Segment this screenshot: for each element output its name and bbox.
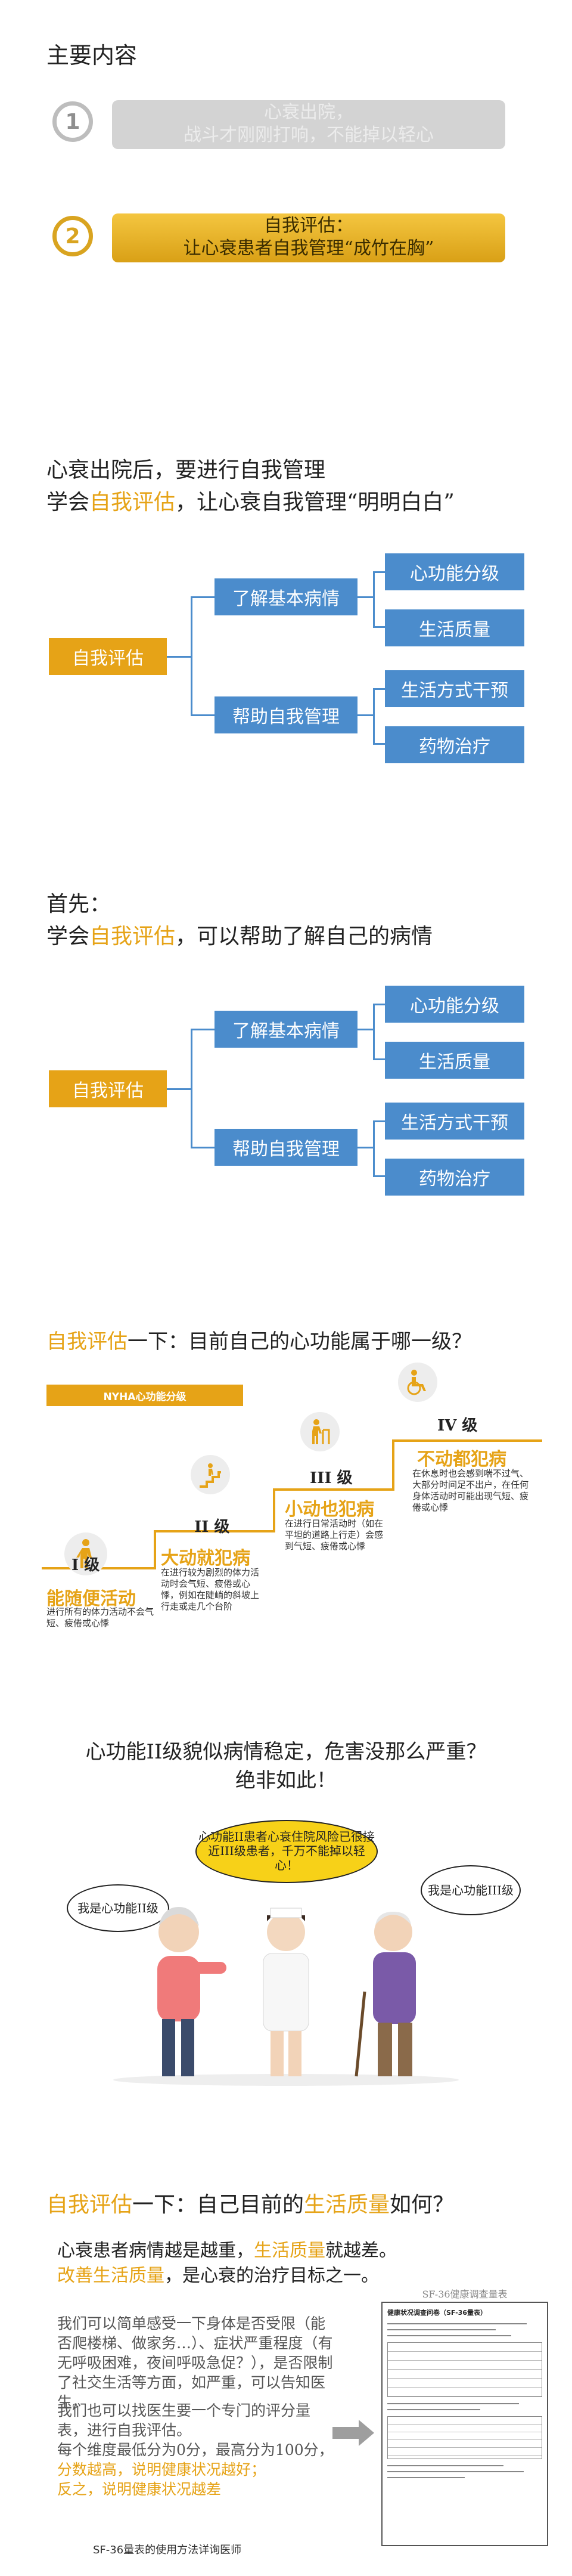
- nyha-grade-4: IV 级: [437, 1417, 478, 1435]
- section6-paragraph-5: 反之，说明健康状况越差: [57, 2481, 222, 2498]
- patient-iii-speech-bubble: 我是心功能III级: [421, 1865, 521, 1915]
- section5-line2: 绝非如此！: [235, 1769, 337, 1792]
- tree-leaf-medication: 药物治疗: [385, 726, 524, 763]
- nyha-staircase: [42, 1439, 542, 1569]
- nyha-title-2: 大动就犯病: [161, 1548, 250, 1569]
- nyha-desc-4: 在休息时也会感到喘不过气、大部分时间足不出户，在任何身体活动时可能出现气短、疲倦…: [412, 1468, 529, 1513]
- nyha-desc-1: 进行所有的体力活动不会气短、疲倦或心悸: [46, 1606, 154, 1628]
- section6-paragraph-2: 我们也可以找医生要一个专门的评分量表，进行自我评估。: [57, 2402, 311, 2439]
- tree2-leaf-quality-of-life: 生活质量: [385, 1042, 524, 1079]
- section5-heading: 心功能II级貌似病情稳定，危害没那么严重？ 绝非如此！: [0, 1738, 572, 1795]
- nyha-title-1: 能随便活动: [46, 1589, 136, 1609]
- toc-item-2-line1: 自我评估：: [264, 215, 353, 236]
- section3-line2: 学会自我评估，可以帮助了解自己的病情: [46, 924, 433, 949]
- climbing-stairs-icon: [191, 1455, 230, 1494]
- section6-intro-line1: 心衰患者病情越是越重，生活质量就越差。: [57, 2240, 397, 2261]
- nyha-title-3: 小动也犯病: [285, 1499, 374, 1520]
- nyha-grade-1: I 级: [72, 1556, 100, 1574]
- nyha-title-4: 不动都犯病: [417, 1449, 506, 1470]
- nyha-grade-2: II 级: [194, 1518, 230, 1536]
- doctor-speech-bubble: 心功能II患者心衰住院风险已很接近III级患者，千万不能掉以轻心！: [195, 1820, 378, 1883]
- sf36-form-image: 健康状况调查问卷（SF-36量表）: [381, 2302, 548, 2546]
- section6-paragraph-4: 分数越高，说明健康状况越好；: [57, 2461, 266, 2478]
- sf36-form-title: SF-36健康调查量表: [422, 2289, 508, 2300]
- tree2-leaf-medication: 药物治疗: [385, 1159, 524, 1196]
- walking-person-icon: [64, 1532, 107, 1575]
- tree-mid-manage: 帮助自我管理: [214, 696, 358, 733]
- section2-line2: 学会自我评估，让心衰自我管理“明明白白”: [46, 490, 455, 515]
- self-assessment-tree-1: 自我评估 了解基本病情 帮助自我管理 心功能分级 生活质量 生活方式干预 药物治…: [0, 549, 572, 775]
- tree2-leaf-lifestyle: 生活方式干预: [385, 1103, 524, 1140]
- walker-person-icon: [300, 1412, 340, 1451]
- nyha-desc-2: 在进行较为剧烈的体力活动时会气短、疲倦或心悸，例如在陡峭的斜坡上行走或走几个台阶: [161, 1567, 260, 1612]
- section6-paragraph-1: 我们可以简单感受一下身体是否受限（能否爬楼梯、做家务…）、症状严重程度（有无呼吸…: [57, 2315, 333, 2411]
- nyha-tag: NYHA心功能分级: [46, 1385, 243, 1406]
- section6-intro: 心衰患者病情越是越重，生活质量就越差。 改善生活质量，是心衰的治疗目标之一。: [57, 2238, 397, 2289]
- arrow-right-icon: [332, 2420, 374, 2446]
- patients-doctor-illustration: [113, 1907, 459, 2086]
- tree2-root: 自我评估: [49, 1070, 167, 1107]
- toc-number-2: 2: [52, 216, 93, 256]
- self-assessment-tree-2: 自我评估 了解基本病情 帮助自我管理 心功能分级 生活质量 生活方式干预 药物治…: [0, 981, 572, 1208]
- nyha-desc-3: 在进行日常活动时（如在平坦的道路上行走）会感到气短、疲倦或心悸: [285, 1518, 384, 1552]
- tree-leaf-lifestyle: 生活方式干预: [385, 670, 524, 707]
- toc-item-2[interactable]: 自我评估： 让心衰患者自我管理“成竹在胸”: [112, 213, 505, 262]
- sf36-form-header: 健康状况调查问卷（SF-36量表）: [387, 2309, 487, 2317]
- toc-item-1-line2: 战斗才刚刚打响，不能掉以轻心: [184, 125, 434, 145]
- section6-intro-line2: 改善生活质量，是心衰的治疗目标之一。: [57, 2265, 379, 2286]
- section2-heading: 心衰出院后，要进行自我管理 学会自我评估，让心衰自我管理“明明白白”: [46, 454, 455, 519]
- section2-line1: 心衰出院后，要进行自我管理: [46, 458, 326, 482]
- tree-mid-understand: 了解基本病情: [214, 578, 358, 615]
- tree2-mid-manage: 帮助自我管理: [214, 1129, 358, 1166]
- tree-leaf-heart-function: 心功能分级: [385, 553, 524, 590]
- tree-root: 自我评估: [49, 638, 167, 675]
- nyha-grade-3: III 级: [310, 1469, 353, 1487]
- section3-heading: 首先： 学会自我评估，可以帮助了解自己的病情: [46, 888, 433, 953]
- section3-line1: 首先：: [46, 892, 111, 917]
- nyha-heading: 自我评估一下：目前自己的心功能属于哪一级？: [46, 1330, 472, 1354]
- section6-heading: 自我评估一下：自己目前的生活质量如何？: [46, 2193, 455, 2217]
- toc-item-1-line1: 心衰出院，: [264, 102, 353, 123]
- toc-item-2-line2: 让心衰患者自我管理“成竹在胸”: [183, 238, 434, 259]
- toc-item-1[interactable]: 心衰出院， 战斗才刚刚打响，不能掉以轻心: [112, 100, 505, 149]
- sf36-caption: SF-36量表的使用方法详询医师: [93, 2544, 242, 2556]
- section5-line1: 心功能II级貌似病情稳定，危害没那么严重？: [85, 1740, 487, 1764]
- tree-leaf-quality-of-life: 生活质量: [385, 609, 524, 646]
- wheelchair-icon: [398, 1363, 437, 1402]
- tree2-mid-understand: 了解基本病情: [214, 1011, 358, 1048]
- tree2-leaf-heart-function: 心功能分级: [385, 986, 524, 1023]
- toc-title: 主要内容: [46, 42, 138, 69]
- patient-ii-speech-bubble: 我是心功能II级: [67, 1884, 169, 1932]
- toc-number-1: 1: [52, 101, 93, 142]
- section6-paragraph-3: 每个维度最低分为0分，最高分为100分，: [57, 2441, 334, 2459]
